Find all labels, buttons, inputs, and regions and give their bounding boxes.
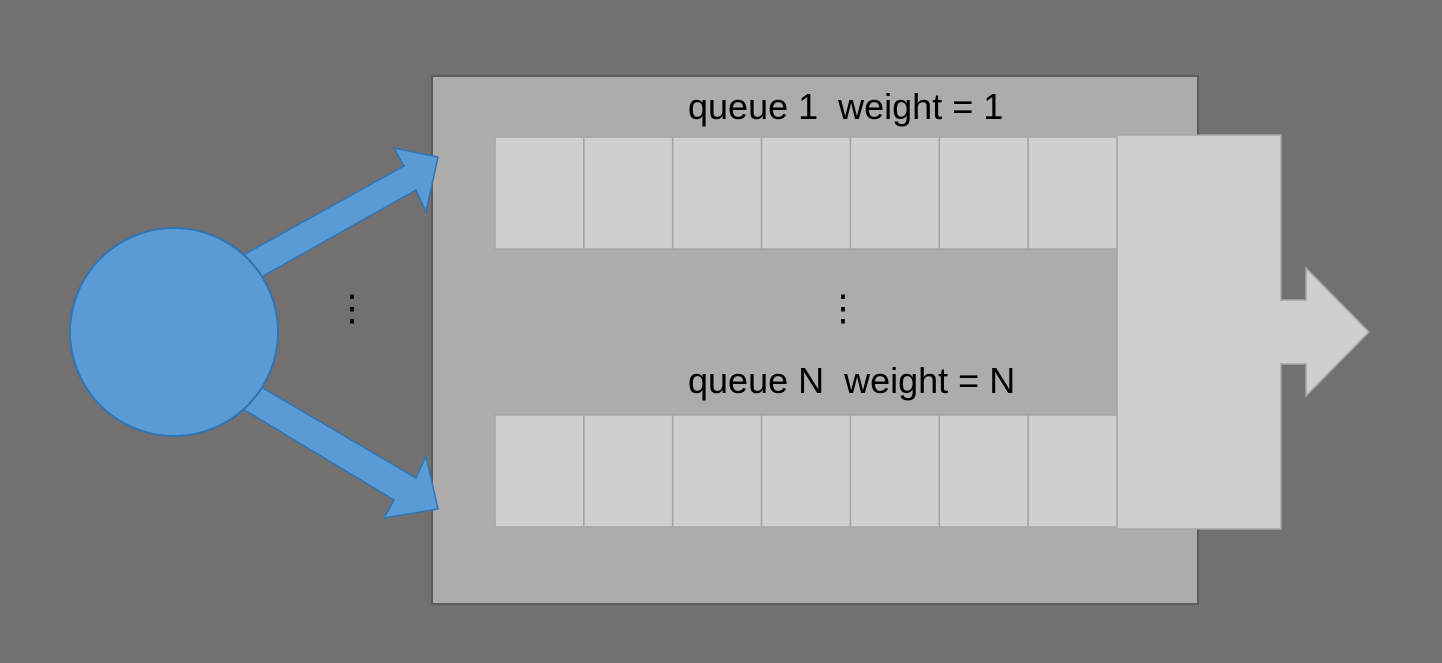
queue-1-label: queue 1 weight = 1	[688, 86, 1003, 127]
queue-n-slot	[671, 414, 763, 528]
queue-n-label: queue N weight = N	[688, 360, 1015, 401]
queue-n-slot	[760, 414, 852, 528]
queue-n-slots	[494, 414, 1118, 528]
queue-ellipsis: ⋮	[825, 287, 861, 328]
queue-1-slot	[1027, 136, 1118, 250]
queue-1-slot	[938, 136, 1029, 250]
source-node	[69, 227, 279, 437]
queue-1-slots	[494, 136, 1118, 250]
queue-n-slot	[1027, 414, 1118, 528]
queue-n-slot	[938, 414, 1029, 528]
queue-1-slot	[849, 136, 941, 250]
queue-1-slot	[671, 136, 763, 250]
queue-1-slot	[494, 136, 585, 250]
arrow-to-queue-1	[236, 146, 439, 281]
queue-1-slot	[583, 136, 674, 250]
queue-n-slot	[849, 414, 941, 528]
output-arrow	[1116, 134, 1371, 530]
queue-1-slot	[760, 136, 852, 250]
queue-n-slot	[583, 414, 674, 528]
queue-n-slot	[494, 414, 585, 528]
source-ellipsis: ⋮	[334, 287, 370, 328]
arrow-to-queue-n	[236, 383, 439, 519]
